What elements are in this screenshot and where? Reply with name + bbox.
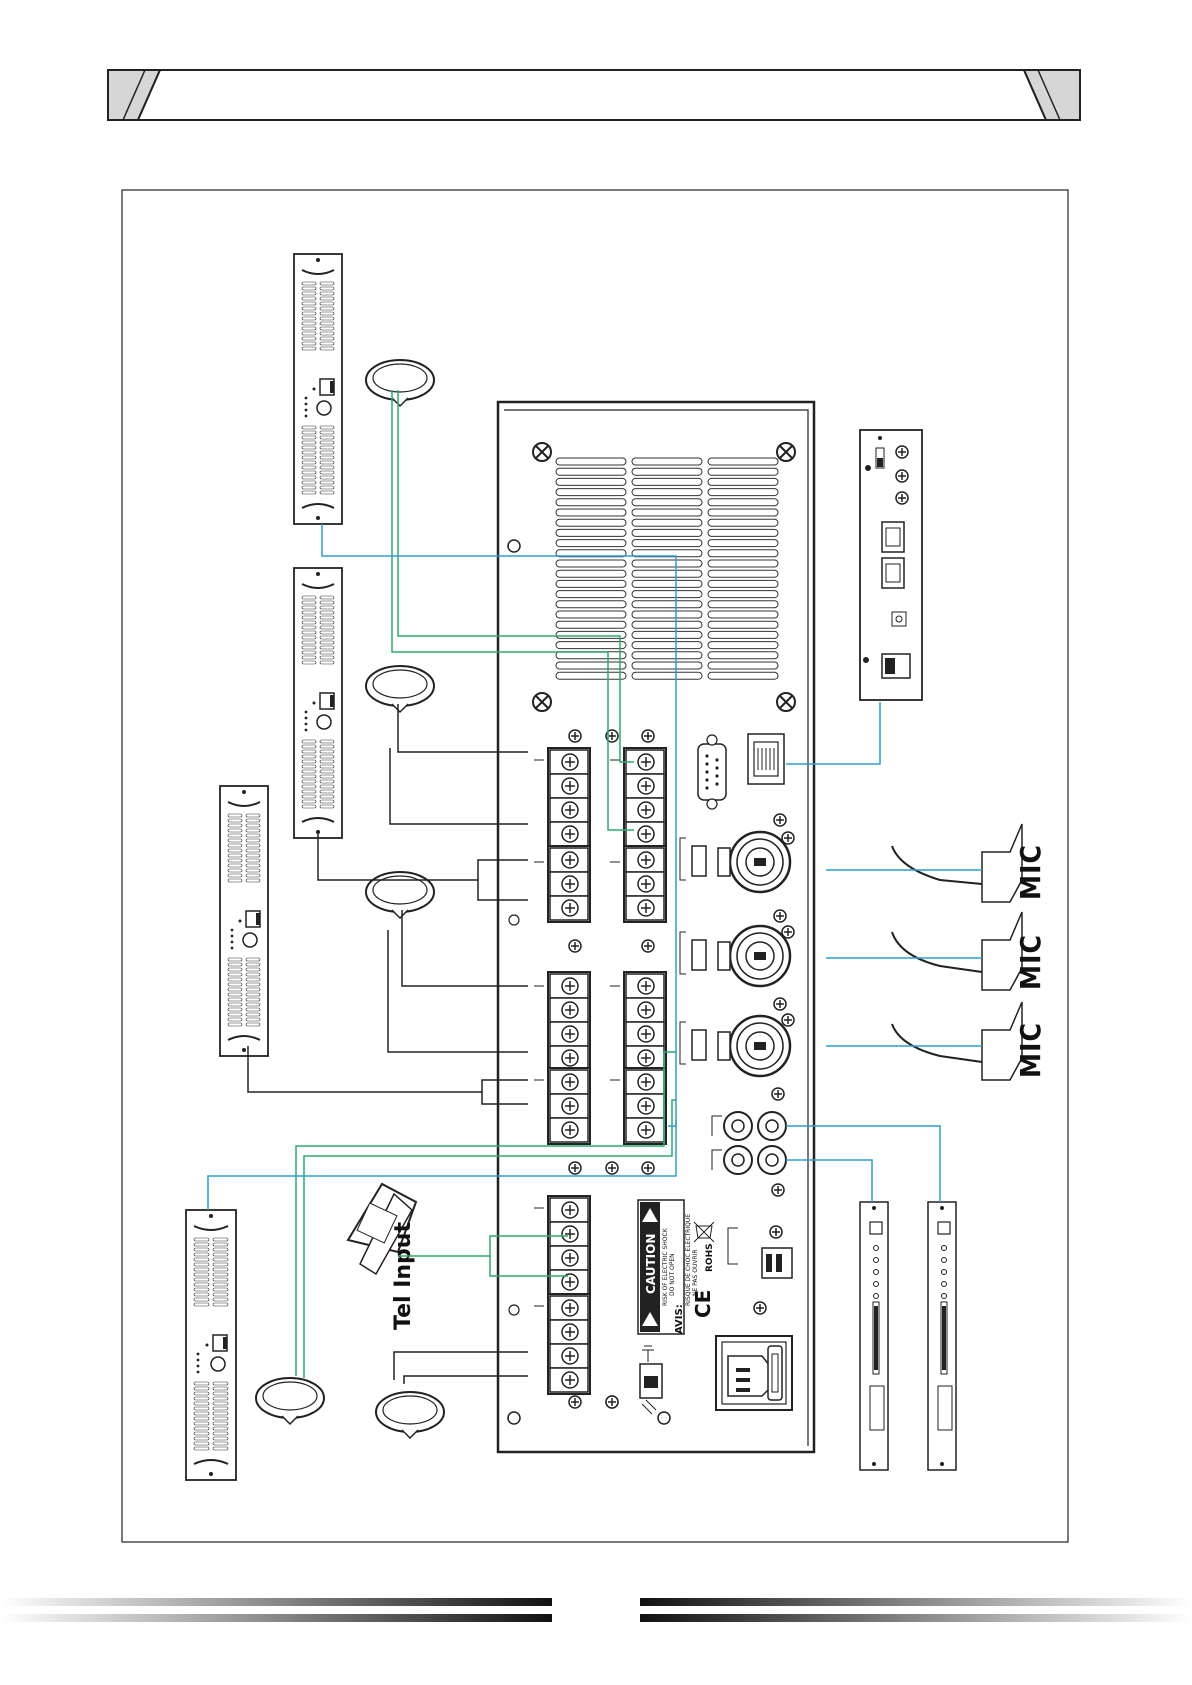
terminal-block-a2 xyxy=(548,846,590,922)
terminal-block-e2 xyxy=(548,1294,590,1394)
rack-panel-2 xyxy=(928,1202,956,1470)
power-inlet xyxy=(716,1336,792,1410)
terminal-block-d2 xyxy=(624,1068,666,1144)
terminal-block-e1 xyxy=(548,1196,590,1296)
terminal-block-a1 xyxy=(548,748,590,848)
mic-label-2: MIC xyxy=(1014,934,1047,990)
speaker-4 xyxy=(256,1378,324,1424)
microphone-3 xyxy=(892,1002,1022,1080)
header-banner xyxy=(108,70,1080,120)
speaker-3 xyxy=(366,872,434,918)
avis-line2: NE PAS OUVRIR xyxy=(692,1249,699,1296)
mic-label-1: MIC xyxy=(1014,844,1047,900)
caution-line2: DO NOT OPEN xyxy=(669,1253,676,1296)
caution-text: CAUTION xyxy=(644,1234,658,1294)
amplifier-1 xyxy=(294,254,342,524)
mic-label-3: MIC xyxy=(1014,1022,1047,1078)
network-module xyxy=(860,430,922,700)
wires-black xyxy=(248,704,528,1384)
microphone-1 xyxy=(892,824,1022,902)
ce-mark: CE xyxy=(691,1290,715,1318)
rohs-mark: ROHS xyxy=(705,1243,715,1272)
terminal-block-d1 xyxy=(624,972,666,1072)
speaker-1 xyxy=(366,360,434,406)
amplifier-3 xyxy=(220,786,268,1056)
terminal-block-b2 xyxy=(624,846,666,922)
microphone-2 xyxy=(892,912,1022,990)
terminal-block-c2 xyxy=(548,1068,590,1144)
speaker-5 xyxy=(376,1392,444,1438)
mic-input-jacks xyxy=(680,814,794,1076)
avis-text: AVIS: xyxy=(674,1304,685,1334)
speaker-2 xyxy=(366,666,434,712)
terminal-block-c1 xyxy=(548,972,590,1072)
network-port xyxy=(748,734,784,784)
amplifier-4 xyxy=(186,1210,236,1480)
footer-decoration xyxy=(0,1598,1192,1622)
microphones xyxy=(892,824,1022,1080)
tel-input-label: Tel Input xyxy=(391,1222,416,1330)
caution-line1: RISK OF ELECTRIC SHOCK xyxy=(662,1227,669,1306)
terminal-block-b1 xyxy=(624,748,666,848)
rack-panel-1 xyxy=(860,1202,888,1470)
serial-port xyxy=(698,735,726,809)
amplifier-2 xyxy=(294,568,342,838)
